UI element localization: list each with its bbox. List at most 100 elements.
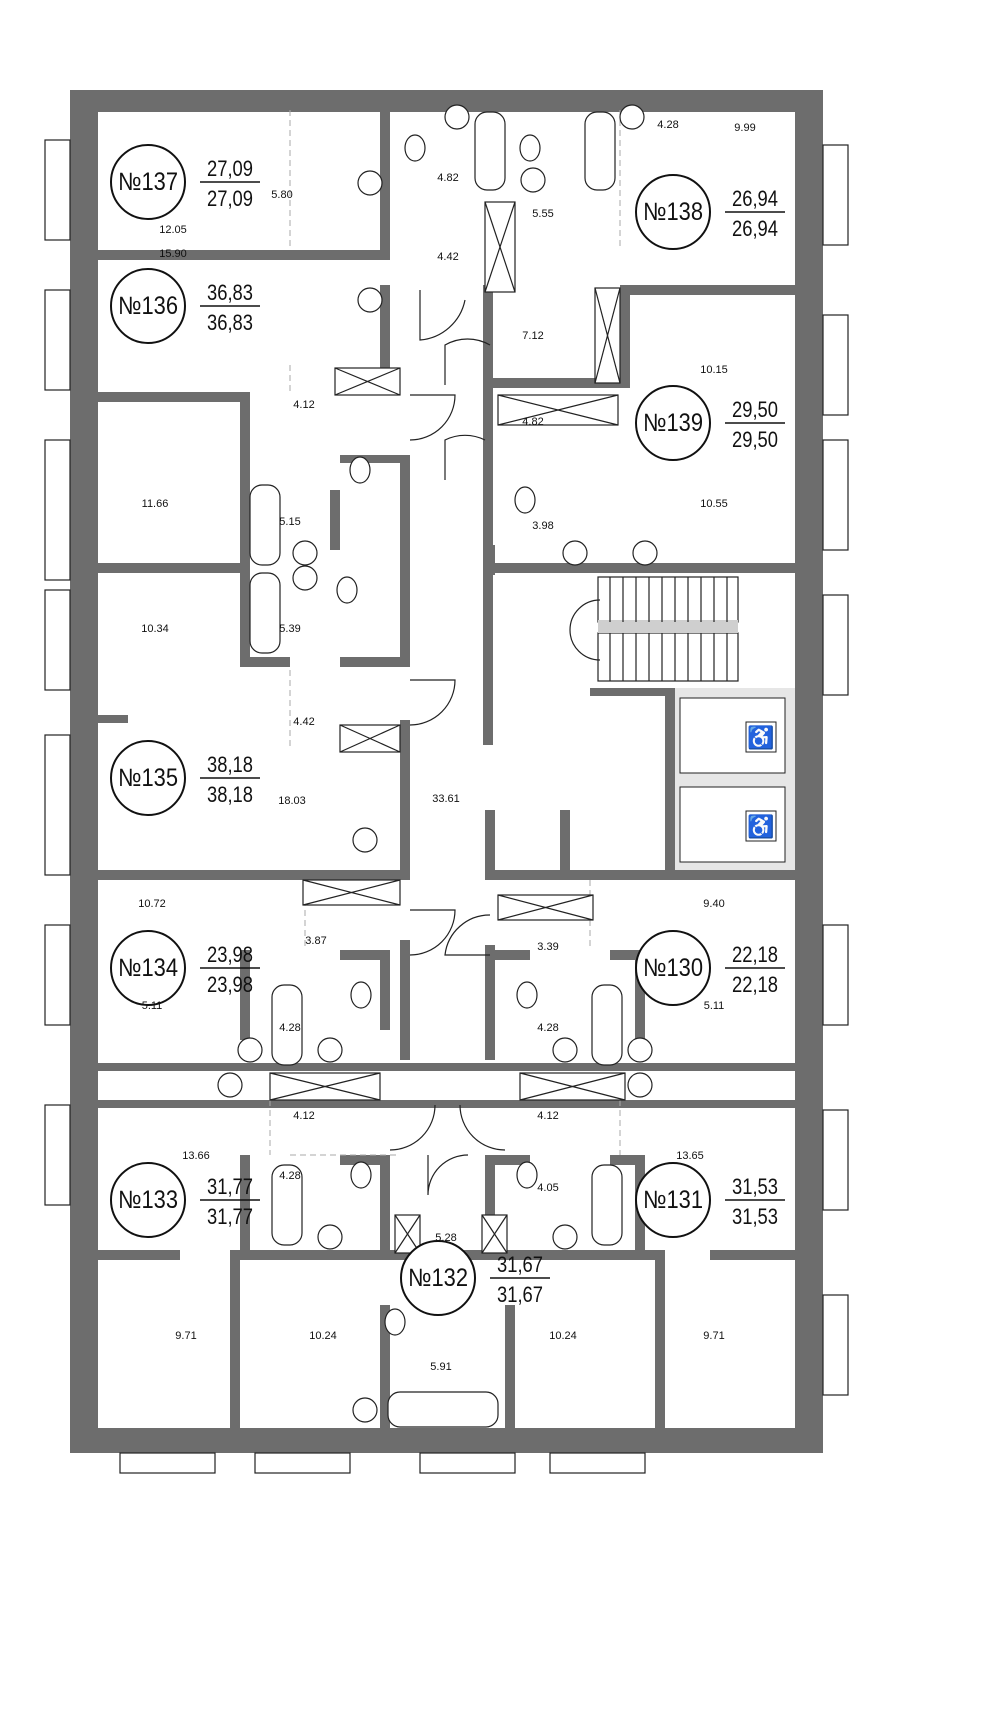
door bbox=[444, 338, 491, 385]
room-area-label: 4.42 bbox=[437, 251, 458, 263]
sink bbox=[520, 167, 546, 193]
sink bbox=[627, 1037, 653, 1063]
door bbox=[419, 290, 466, 341]
sink bbox=[352, 827, 378, 853]
window bbox=[44, 1104, 71, 1206]
room-area-label: 3.87 bbox=[305, 935, 326, 947]
bathtub bbox=[591, 984, 623, 1066]
room-area-label: 5.80 bbox=[271, 189, 292, 201]
room-area-label: 10.24 bbox=[309, 1330, 337, 1342]
wall bbox=[795, 90, 823, 1453]
toilet bbox=[519, 134, 541, 162]
unit-area-living: 23,98 bbox=[207, 972, 253, 997]
room-area-label: 12.05 bbox=[159, 224, 187, 236]
ventilation-shaft bbox=[519, 1072, 626, 1101]
room-area-label: 4.12 bbox=[537, 1110, 558, 1122]
unit-number: №134 bbox=[118, 954, 178, 982]
door bbox=[459, 1104, 506, 1151]
unit-badge bbox=[110, 740, 186, 816]
wall bbox=[485, 870, 795, 880]
room-area-label: 3.98 bbox=[532, 520, 553, 532]
unit-number: №132 bbox=[408, 1264, 468, 1292]
ventilation-shaft bbox=[594, 287, 621, 384]
unit-area-living: 31,67 bbox=[497, 1282, 543, 1307]
wall bbox=[380, 110, 390, 260]
ventilation-shaft bbox=[497, 894, 594, 921]
wall bbox=[340, 950, 380, 960]
door bbox=[427, 1154, 469, 1196]
fixtures bbox=[217, 104, 658, 1428]
wall bbox=[240, 1155, 250, 1250]
door bbox=[389, 1104, 436, 1151]
unit-area-living: 22,18 bbox=[732, 972, 778, 997]
room-area-label: 5.91 bbox=[430, 1361, 451, 1373]
unit-number: №133 bbox=[118, 1186, 178, 1214]
wall bbox=[610, 1155, 645, 1165]
sink bbox=[352, 1397, 378, 1423]
room-area-label: 11.66 bbox=[142, 498, 169, 510]
window bbox=[44, 139, 71, 241]
unit-badge bbox=[400, 1240, 476, 1316]
ventilation-shaft bbox=[481, 1214, 508, 1254]
unit-number: №137 bbox=[118, 168, 178, 196]
wall bbox=[560, 810, 570, 870]
window bbox=[822, 314, 849, 416]
unit-area-living: 27,09 bbox=[207, 186, 253, 211]
window bbox=[822, 439, 849, 551]
unit-area-total: 38,18 bbox=[207, 752, 253, 777]
wall bbox=[330, 490, 340, 550]
room-area-label: 4.28 bbox=[657, 119, 678, 131]
unit-badge bbox=[635, 174, 711, 250]
room-area-label: 5.55 bbox=[532, 208, 553, 220]
room-area-label: 4.28 bbox=[537, 1022, 558, 1034]
wall bbox=[635, 950, 645, 1040]
sink bbox=[292, 565, 318, 591]
room-area-label: 10.72 bbox=[138, 898, 166, 910]
wall bbox=[98, 1063, 795, 1071]
ventilation-shaft bbox=[484, 201, 516, 293]
door bbox=[444, 914, 491, 956]
room-area-label: 10.24 bbox=[549, 1330, 577, 1342]
window bbox=[44, 439, 71, 581]
window bbox=[822, 1109, 849, 1211]
room-area-label: 5.11 bbox=[704, 1000, 725, 1012]
room-area-label: 18.03 bbox=[278, 795, 306, 807]
wall bbox=[98, 563, 240, 573]
toilet bbox=[350, 981, 372, 1009]
wall bbox=[98, 715, 128, 723]
staircase bbox=[569, 576, 739, 682]
toilet bbox=[336, 576, 358, 604]
elevator-1: ♿ bbox=[679, 697, 786, 774]
sink bbox=[632, 540, 658, 566]
unit-area-living: 36,83 bbox=[207, 310, 253, 335]
toilet bbox=[516, 1161, 538, 1189]
window bbox=[44, 734, 71, 876]
wall bbox=[630, 285, 795, 295]
elevator-2: ♿ bbox=[679, 786, 786, 863]
toilet bbox=[404, 134, 426, 162]
toilet bbox=[514, 486, 536, 514]
unit-number: №130 bbox=[643, 954, 703, 982]
room-area-label: 5.15 bbox=[279, 516, 300, 528]
ventilation-shaft bbox=[339, 724, 401, 753]
wall bbox=[240, 657, 290, 667]
room-area-label: 13.65 bbox=[676, 1150, 704, 1162]
ventilation-shaft bbox=[497, 394, 619, 426]
unit-area-living: 31,53 bbox=[732, 1204, 778, 1229]
room-area-label: 4.12 bbox=[293, 399, 314, 411]
door bbox=[444, 434, 486, 480]
wall bbox=[485, 545, 495, 575]
unit-area-living: 26,94 bbox=[732, 216, 778, 241]
room-area-label: 5.28 bbox=[435, 1232, 456, 1244]
